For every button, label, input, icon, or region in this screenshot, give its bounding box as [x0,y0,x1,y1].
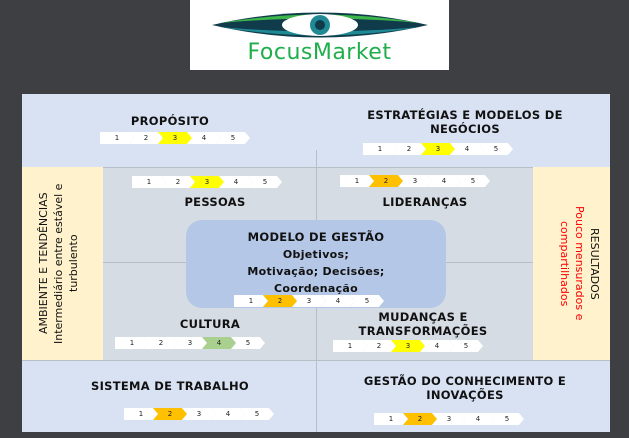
scale-step: 5 [479,143,513,155]
scale-step: 1 [234,295,268,307]
eye-icon [212,12,428,38]
scale-step: 4 [219,176,253,188]
scale-step: 4 [321,295,355,307]
title-conhecimento: GESTÃO DO CONHECIMENTO E INOVAÇÕES [363,374,567,402]
scale-step: 2 [144,337,178,349]
divider [22,167,610,168]
scale-step: 2 [129,132,163,144]
scale-step: 3 [432,413,466,425]
right-panel [533,167,610,360]
scale-step: 3 [421,143,455,155]
scale-step: 1 [340,175,374,187]
title-proposito: PROPÓSITO [130,114,210,128]
scale-step: 4 [211,408,245,420]
scale-step: 4 [427,175,461,187]
scale-step: 1 [100,132,134,144]
center-box [186,220,446,308]
scale-step: 2 [161,176,195,188]
scale-step: 1 [374,413,408,425]
center-line: Motivação; Decisões; [247,265,385,278]
scale-step: 2 [362,340,396,352]
scale-step: 5 [350,295,384,307]
scale-step: 3 [292,295,326,307]
scale-step: 2 [403,413,437,425]
scale-step: 1 [124,408,158,420]
divider [22,360,610,361]
logo-text: FocusMarket [247,40,392,65]
scale-step: 1 [333,340,367,352]
left-panel-title: AMBIENTE E TENDÊNCIAS [37,192,50,335]
scale-step: 3 [173,337,207,349]
left-panel [22,167,103,360]
scale-step: 2 [369,175,403,187]
scale-step: 5 [216,132,250,144]
scale-step: 5 [490,413,524,425]
scale-step: 3 [158,132,192,144]
scale-step: 3 [182,408,216,420]
scale-step: 5 [449,340,483,352]
scale-step: 4 [187,132,221,144]
scale-step: 5 [231,337,265,349]
scale-step: 3 [190,176,224,188]
scale-step: 1 [115,337,149,349]
scale-step: 5 [240,408,274,420]
scale-step: 1 [363,143,397,155]
right-panel-title: RESULTADOS [588,227,601,300]
scale-step: 4 [461,413,495,425]
title-sistema: SISTEMA DE TRABALHO [91,379,249,393]
right-panel-text: RESULTADOS Pouco mensurados e compartilh… [546,172,602,355]
scale-step: 1 [132,176,166,188]
center-line: Coordenação [273,282,358,295]
scale-step: 2 [153,408,187,420]
scale-step: 4 [202,337,236,349]
title-liderancas: LIDERANÇAS [382,195,468,209]
center-title: MODELO DE GESTÃO [247,230,385,244]
right-panel-value: Pouco mensurados e compartilhados [558,206,586,321]
scale-step: 3 [398,175,432,187]
left-panel-text: AMBIENTE E TENDÊNCIAS Intermediário entr… [36,172,92,355]
center-line: Objetivos; [282,248,350,261]
title-estrategias: ESTRATÉGIAS E MODELOS DE NEGÓCIOS [367,108,563,136]
scale-step: 4 [420,340,454,352]
scale-step: 3 [391,340,425,352]
scale-step: 5 [248,176,282,188]
logo: FocusMarket [190,0,449,70]
title-mudancas: MUDANÇAS E TRANSFORMAÇÕES [358,310,488,338]
left-panel-value: Intermediário entre estável e turbulento [52,183,80,344]
title-pessoas: PESSOAS [184,195,246,209]
title-cultura: CULTURA [179,317,241,331]
scale-step: 2 [392,143,426,155]
scale-step: 4 [450,143,484,155]
scale-step: 5 [456,175,490,187]
scale-step: 2 [263,295,297,307]
